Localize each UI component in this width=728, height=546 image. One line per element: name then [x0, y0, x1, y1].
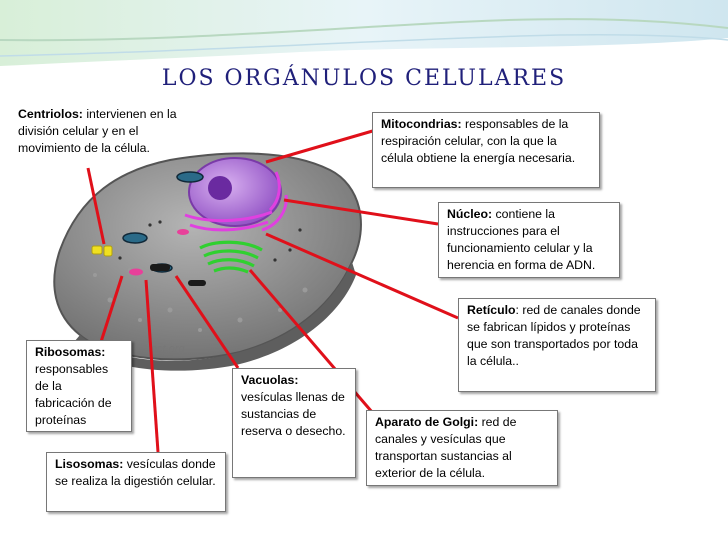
pointer-vacuolas [174, 275, 240, 369]
lysosomes [129, 229, 189, 276]
golgi [199, 240, 263, 274]
term-vacuolas: Vacuolas: [241, 373, 299, 387]
text-centriolos: intervienen en la división celular y en … [18, 107, 177, 155]
term-lisosomas: Lisosomas: [55, 457, 124, 471]
pointer-lisosomas [144, 279, 160, 453]
vacuoles [150, 264, 206, 286]
text-lisosomas: vesículas donde se realiza la digestión … [55, 457, 216, 488]
term-mitocondrias: Mitocondrias: [381, 117, 462, 131]
term-ribosomas: Ribosomas: [35, 345, 106, 359]
pointer-mitocondrias [265, 128, 377, 164]
label-nucleo: Núcleo: contiene la instrucciones para e… [438, 202, 620, 278]
text-mitocondrias: responsables de la respiración celular, … [381, 117, 576, 165]
nucleus [188, 157, 282, 227]
pointer-ribosomas [98, 275, 124, 346]
label-centriolos: Centriolos: intervienen en la división c… [18, 106, 200, 157]
label-lisosomas: Lisosomas: vesículas donde se realiza la… [46, 452, 226, 512]
term-reticulo: Retículo [467, 303, 516, 317]
centrioles [91, 245, 113, 257]
text-reticulo: : red de canales donde se fabrican lípid… [467, 303, 641, 368]
term-nucleo: Núcleo: [447, 207, 493, 221]
label-golgi: Aparato de Golgi: red de canales y vesíc… [366, 410, 558, 486]
text-golgi: red de canales y vesículas que transport… [375, 415, 517, 480]
pointer-nucleo [283, 198, 439, 226]
page-title: LOS ORGÁNULOS CELULARES [161, 66, 567, 91]
watermark: …ect.org [140, 343, 186, 355]
label-ribosomas: Ribosomas: responsables de la fabricació… [26, 340, 132, 432]
term-centriolos: Centriolos: [18, 107, 83, 121]
pointer-reticulo [265, 232, 459, 320]
reticulum [184, 171, 288, 232]
label-reticulo: Retículo: red de canales donde se fabric… [458, 298, 656, 392]
label-vacuolas: Vacuolas: vesículas llenas de sustancias… [232, 368, 356, 478]
text-ribosomas: responsables de la fabricación de proteí… [35, 362, 112, 427]
term-golgi: Aparato de Golgi: [375, 415, 479, 429]
text-vacuolas: vesículas llenas de sustancias de reserv… [241, 390, 346, 438]
nucleolus [208, 176, 232, 200]
header-decoration [0, 0, 728, 66]
text-nucleo: contiene la instrucciones para el funcio… [447, 207, 596, 272]
label-mitocondrias: Mitocondrias: responsables de la respira… [372, 112, 600, 188]
pointer-centriolos [86, 167, 106, 245]
ribosomes [118, 220, 302, 262]
